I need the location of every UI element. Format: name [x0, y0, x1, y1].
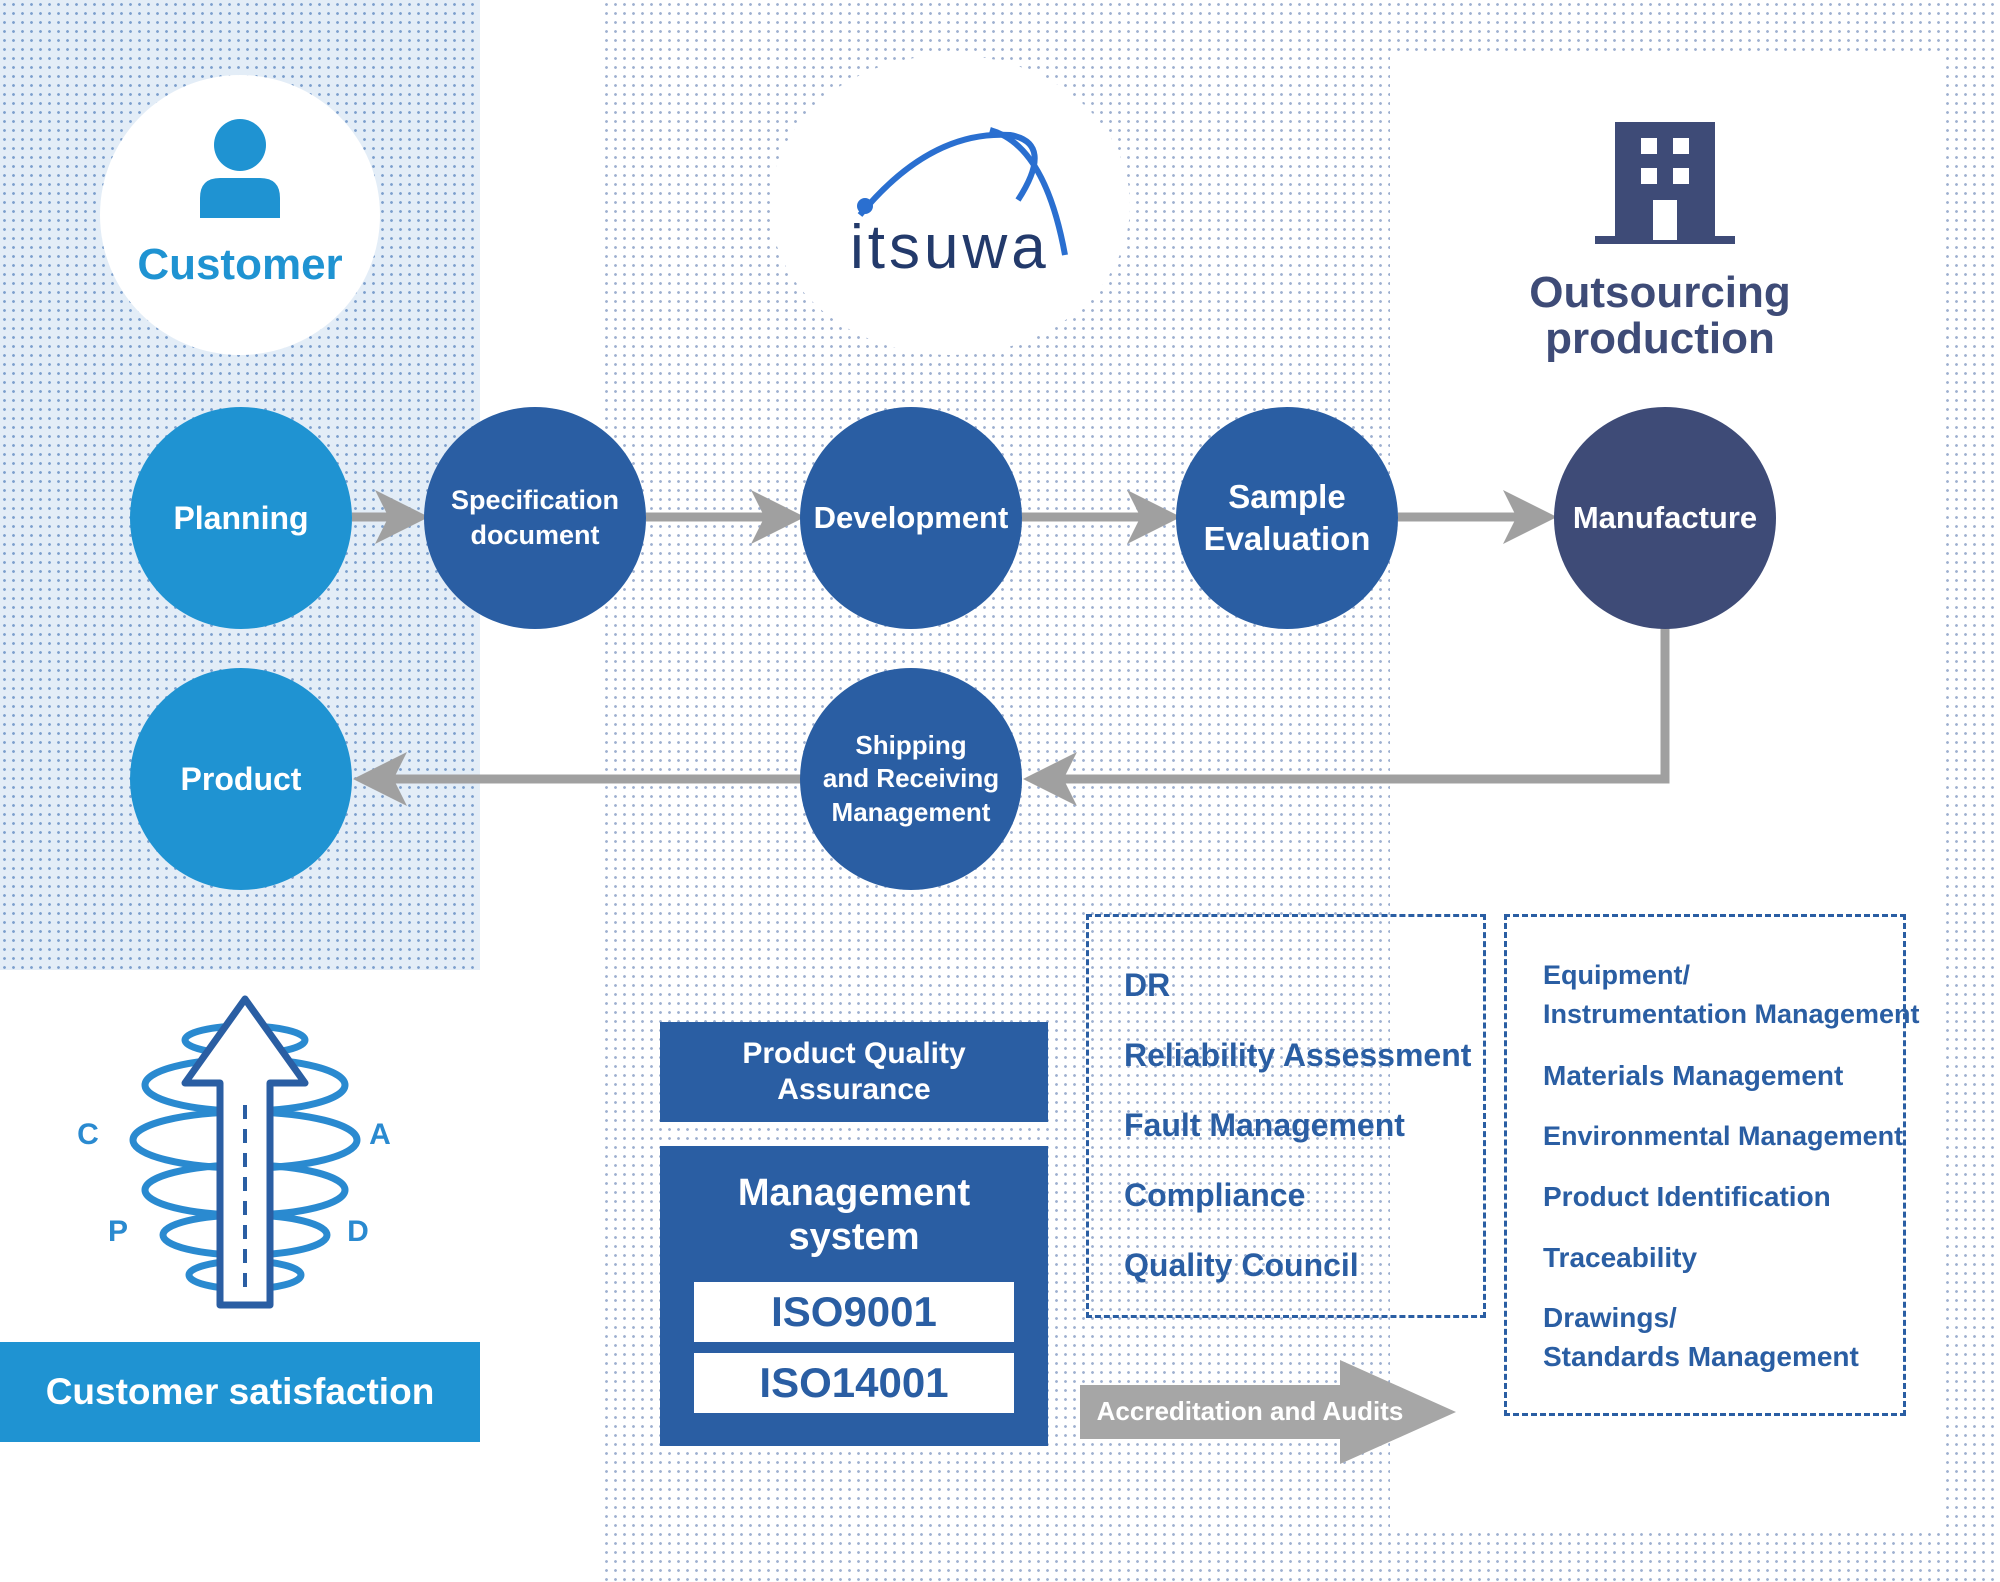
planning-label: Planning — [173, 499, 309, 536]
mgmt-item-environmental: Environmental Management — [1543, 1121, 1904, 1151]
sample-evaluation-label: Sample Evaluation — [1203, 477, 1371, 557]
product-node: Product — [130, 668, 352, 890]
iso9001-label: ISO9001 — [771, 1288, 937, 1335]
iso14001-badge: ISO14001 — [694, 1353, 1014, 1413]
specification-node: Specification document — [424, 407, 646, 629]
accreditation-arrow — [1080, 1360, 1456, 1464]
logo-text: itsuwa — [850, 213, 1050, 282]
customer-label: Customer — [137, 240, 343, 289]
planning-node: Planning — [130, 407, 352, 629]
shipping-label: Shipping and Receiving Management — [822, 730, 1000, 827]
product-quality-assurance-box: Product Quality Assurance — [660, 1022, 1048, 1122]
product-label: Product — [180, 760, 302, 797]
outsourcing-label: Outsourcing production — [1529, 268, 1791, 364]
building-icon — [1595, 122, 1735, 244]
development-node: Development — [800, 407, 1022, 629]
customer-satisfaction-bar: Customer satisfaction — [0, 1342, 480, 1442]
arrow-manufacture-shipping — [1023, 627, 1670, 806]
management-system-label: Management system — [737, 1172, 971, 1258]
iso14001-label: ISO14001 — [759, 1359, 949, 1406]
quality-item-compliance: Compliance — [1124, 1177, 1306, 1213]
pdca-p-label: P — [107, 1215, 128, 1248]
mgmt-item-traceability: Traceability — [1543, 1242, 1698, 1273]
pdca-d-label: D — [347, 1215, 369, 1248]
specification-label: Specification document — [450, 485, 620, 550]
pdca-spiral-icon — [129, 995, 361, 1309]
manufacture-label: Manufacture — [1572, 500, 1758, 536]
quality-item-reliability: Reliability Assessment — [1124, 1037, 1472, 1073]
pdca-c-label: C — [77, 1118, 99, 1151]
outsourcing-zone — [1390, 52, 1942, 1527]
accreditation-label: Accreditation and Audits — [1096, 1396, 1404, 1426]
management-activities-box — [1504, 914, 1906, 1416]
iso9001-badge: ISO9001 — [694, 1282, 1014, 1342]
pdca-a-label: A — [369, 1118, 391, 1151]
product-quality-assurance-label: Product Quality Assurance — [742, 1037, 966, 1106]
mgmt-item-materials: Materials Management — [1543, 1060, 1844, 1091]
mgmt-item-equipment: Equipment/ Instrumentation Management — [1543, 960, 1920, 1030]
quality-activities-box — [1086, 914, 1486, 1318]
person-icon — [200, 119, 280, 218]
customer-satisfaction-label: Customer satisfaction — [45, 1371, 435, 1412]
quality-item-council: Quality Council — [1124, 1247, 1359, 1283]
mgmt-item-identification: Product Identification — [1543, 1181, 1831, 1212]
itsuwa-logo — [857, 127, 1068, 256]
sample-evaluation-node: Sample Evaluation — [1176, 407, 1398, 629]
shipping-node: Shipping and Receiving Management — [800, 668, 1022, 890]
mgmt-item-drawings: Drawings/ Standards Management — [1543, 1302, 1859, 1373]
quality-item-fault: Fault Management — [1124, 1107, 1405, 1143]
company-badge — [770, 55, 1130, 355]
manufacture-node: Manufacture — [1554, 407, 1776, 629]
development-label: Development — [813, 500, 1009, 536]
quality-item-dr: DR — [1124, 967, 1171, 1003]
